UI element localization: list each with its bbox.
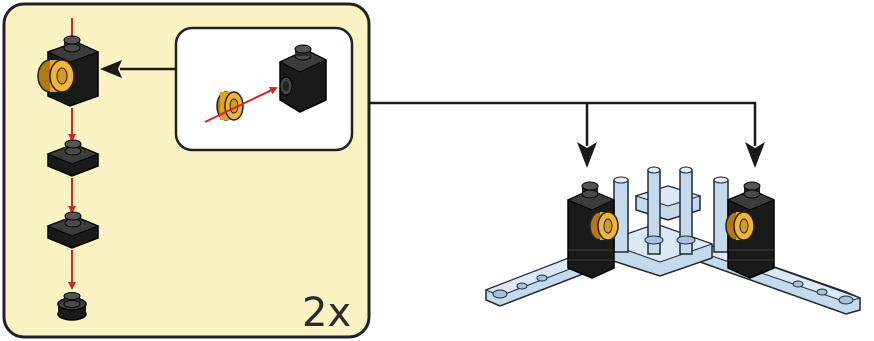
callout-pointer-arrowhead	[100, 60, 122, 78]
placed-brick-stack-right	[725, 181, 776, 279]
multiplier-label: 2x	[302, 290, 351, 336]
round-plate-1x1-icon	[57, 292, 87, 321]
plate-1x1-icon	[46, 211, 100, 249]
plate-1x1-icon	[46, 139, 100, 177]
placement-connector-line	[369, 101, 757, 146]
brick-with-tile-icon	[37, 35, 100, 107]
callout-assembly-arrow	[204, 86, 278, 123]
light-blue-base-assembly-icon	[484, 166, 862, 315]
callout-brick-1x1-side-stud-icon	[278, 44, 328, 113]
placement-arrowhead-right	[745, 142, 765, 168]
placed-brick-stack-left	[566, 181, 619, 279]
placement-arrowhead-left	[577, 142, 597, 168]
